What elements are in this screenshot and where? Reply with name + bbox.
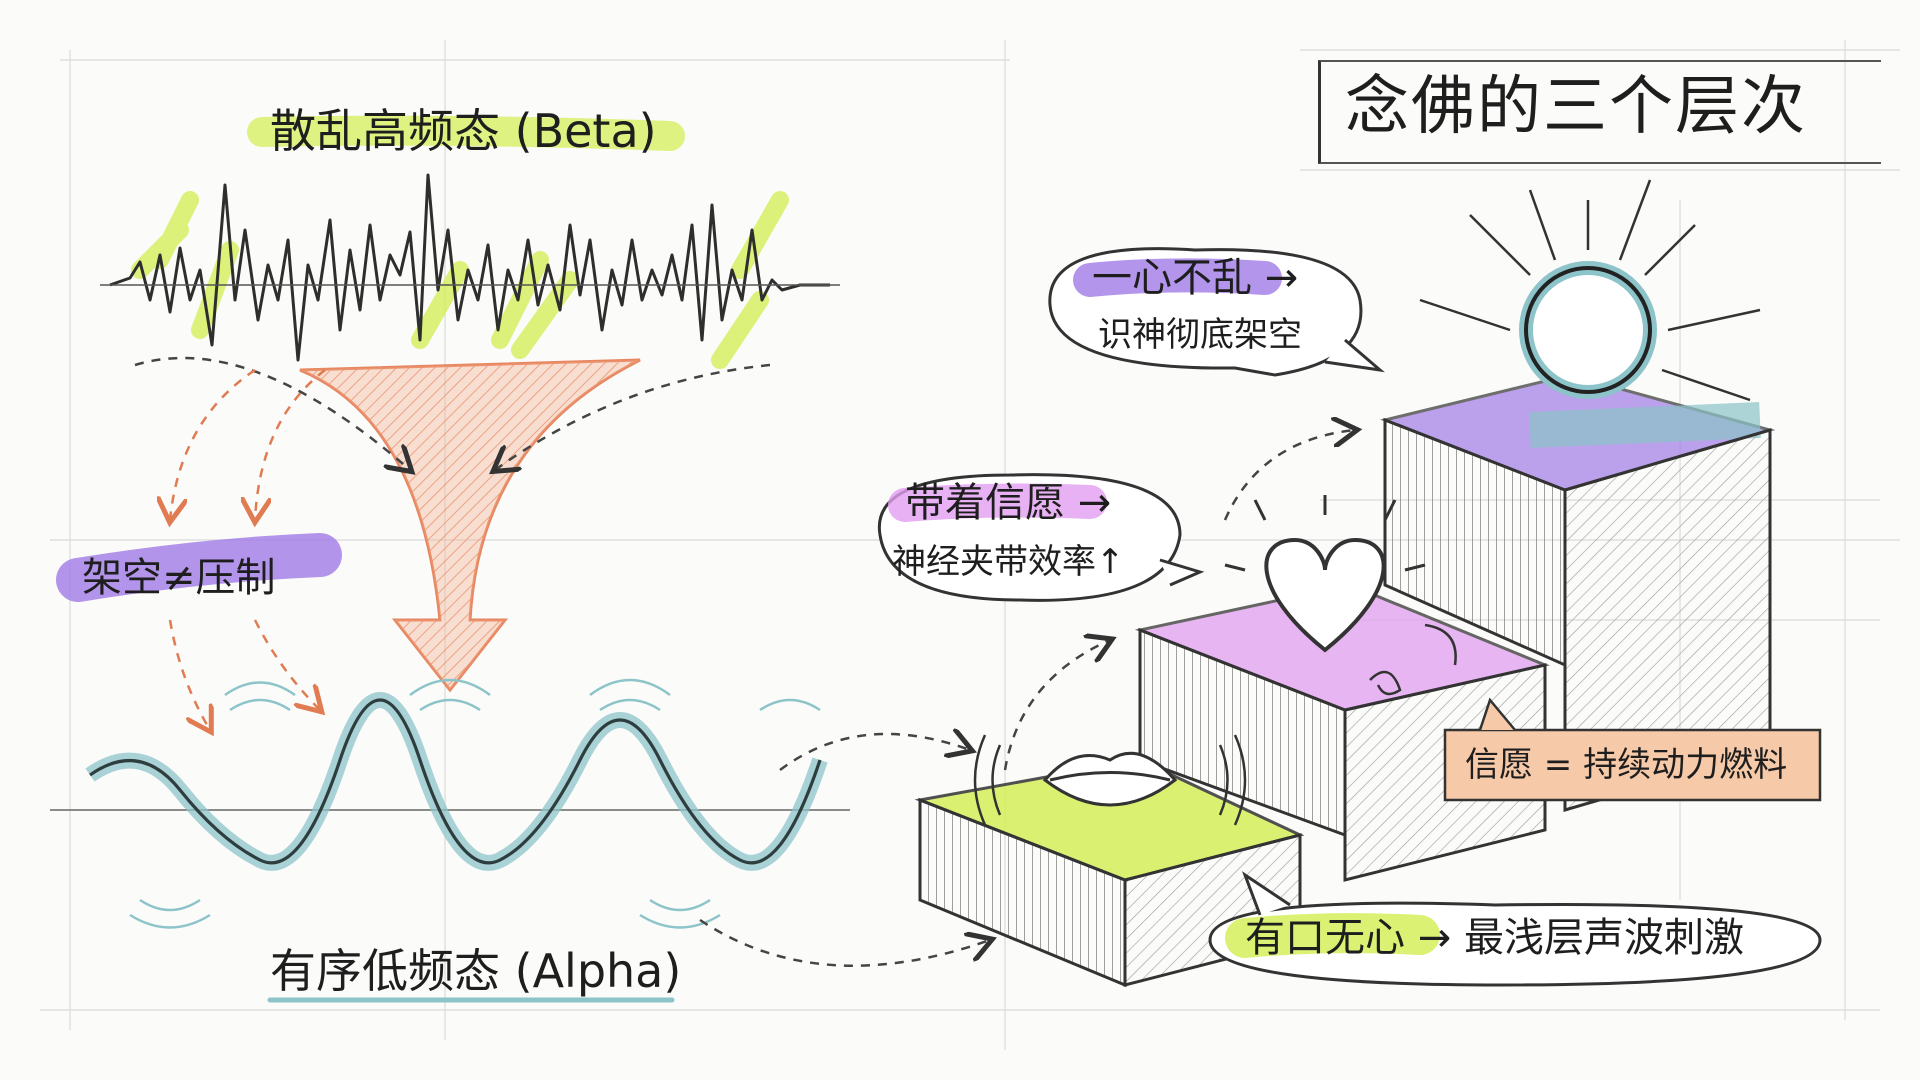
note-highlight: [56, 533, 342, 602]
middle-bubble-line1: 带着信愿 →: [905, 480, 1112, 526]
title-frame: [1318, 60, 1881, 164]
dashed-arrows-right: [699, 430, 1355, 967]
beta-label: 散乱高频态 (Beta): [270, 104, 657, 158]
top-bubble-line2: 识神彻底架空: [1098, 315, 1302, 355]
fuel-box-label: 信愿 = 持续动力燃料: [1465, 745, 1788, 785]
sun-icon: [1419, 179, 1761, 402]
suppression-note: 架空≠压制: [82, 555, 276, 601]
mouth-icon: [973, 734, 1247, 826]
top-bubble-line1: 一心不乱 →: [1092, 255, 1299, 301]
alpha-label: 有序低频态 (Alpha): [270, 944, 682, 998]
bubble-middle-shape: [877, 473, 1205, 602]
page-title: 念佛的三个层次: [1345, 70, 1807, 144]
dashed-arrows-left: [134, 356, 771, 730]
alpha-wave: [50, 678, 850, 929]
beta-highlight: [247, 115, 685, 151]
staircase: [914, 373, 1776, 988]
heart-icon: [1224, 495, 1457, 696]
fuel-box-shape: [1443, 697, 1822, 802]
bottom-bubble-label: 有口无心 → 最浅层声波刺激: [1245, 915, 1744, 961]
bubble-top-shape: [1048, 247, 1385, 377]
middle-bubble-line2: 神经夹带效率↑: [892, 542, 1125, 582]
bubble-bottom-shape: [1208, 871, 1822, 987]
convergence-arrow: [299, 358, 641, 693]
beta-wave: [100, 173, 840, 369]
